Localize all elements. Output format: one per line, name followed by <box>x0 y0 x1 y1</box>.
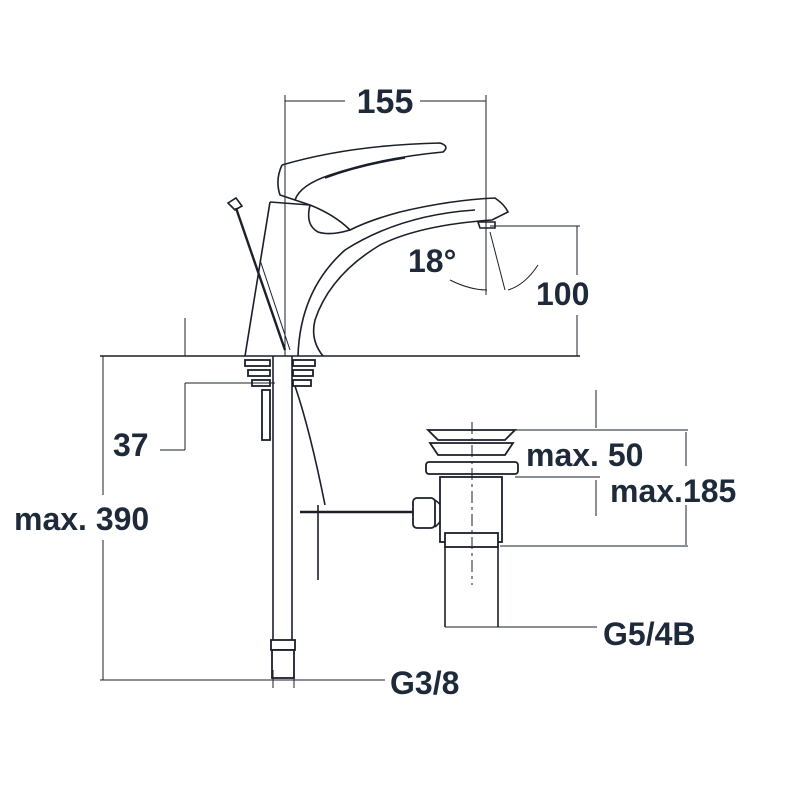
dim-deck-37: 37 <box>113 427 149 463</box>
supply-hose <box>270 356 326 679</box>
dim-supply-thread: G3/8 <box>390 665 459 701</box>
dim-waste-depth: max.185 <box>610 473 736 509</box>
dim-waste-thread: G5/4B <box>603 616 695 652</box>
waste-fitting <box>425 422 519 627</box>
dim-total-height: max. 390 <box>14 501 149 537</box>
dimension-155-lines <box>284 95 487 356</box>
mounting-nuts <box>244 359 316 441</box>
dim-waste-top: max. 50 <box>526 437 643 473</box>
dim-spout-angle: 18° <box>408 243 456 279</box>
dimension-37-lines <box>160 318 275 451</box>
angle-18-lines <box>449 231 539 291</box>
dimension-390-lines <box>100 356 385 688</box>
lift-rod <box>226 196 291 351</box>
dim-spout-reach: 155 <box>357 83 414 121</box>
faucet-body <box>244 142 510 357</box>
dim-spout-height: 100 <box>536 276 589 312</box>
waste-dimension-lines <box>445 390 688 628</box>
popup-rod <box>300 497 445 529</box>
dimension-100-lines <box>490 225 580 356</box>
